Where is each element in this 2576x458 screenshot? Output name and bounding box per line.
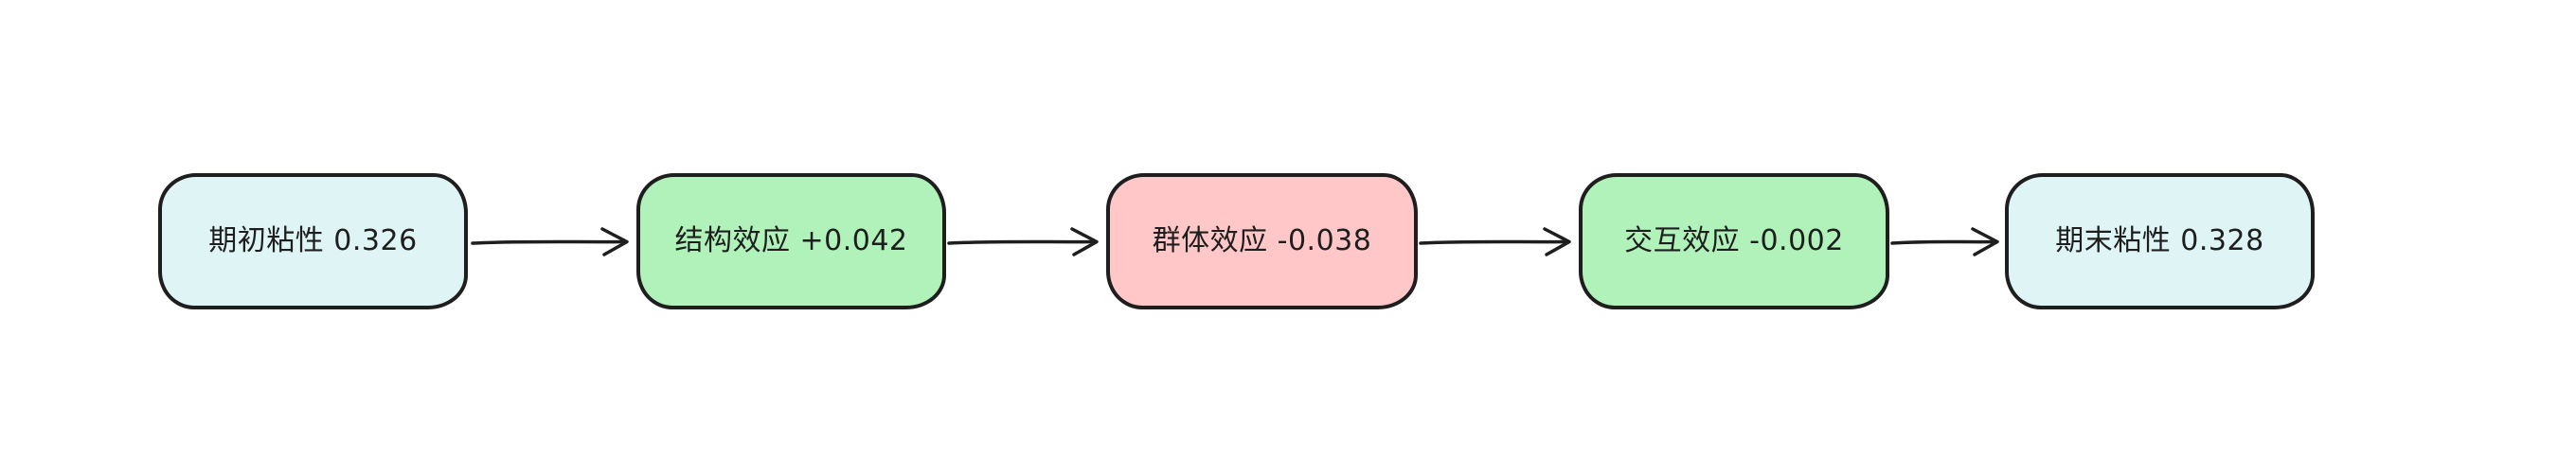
node-value: -0.002	[1749, 224, 1844, 257]
node-interaction-effect: 交互效应 -0.002	[1579, 173, 1889, 309]
node-label: 期初粘性	[208, 224, 325, 257]
node-label: 交互效应	[1624, 224, 1741, 257]
node-label: 群体效应	[1152, 224, 1268, 257]
node-value: 0.326	[333, 224, 418, 257]
flow-arrow	[471, 227, 629, 256]
flow-arrow	[1419, 227, 1571, 256]
node-group-effect: 群体效应 -0.038	[1106, 173, 1418, 309]
node-value: +0.042	[799, 224, 908, 257]
node-value: 0.328	[2180, 224, 2264, 257]
node-initial-stickiness: 期初粘性 0.326	[158, 173, 468, 309]
node-value: -0.038	[1277, 224, 1372, 257]
node-label: 期末粘性	[2055, 224, 2172, 257]
node-final-stickiness: 期末粘性 0.328	[2005, 173, 2315, 309]
flow-arrow	[1890, 227, 1999, 256]
flow-arrow	[947, 227, 1099, 256]
node-label: 结构效应	[674, 224, 791, 257]
node-structure-effect: 结构效应 +0.042	[636, 173, 946, 309]
